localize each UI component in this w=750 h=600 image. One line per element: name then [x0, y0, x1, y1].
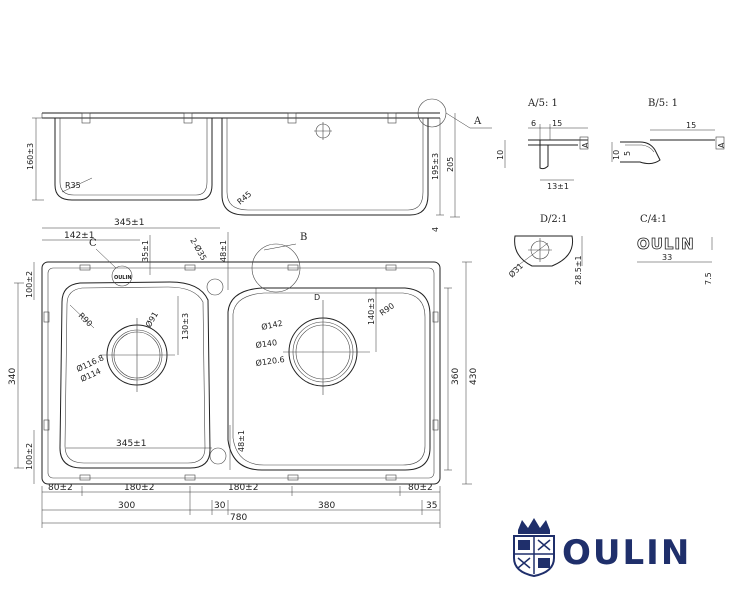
- callout-a-label: A: [473, 116, 482, 127]
- right-bowl-48-bottom: 48±1: [237, 430, 246, 452]
- svg-text:OULIN: OULIN: [114, 275, 132, 281]
- plan-dim-430: 430: [469, 368, 479, 385]
- plan-dim-100-top: 100±2: [25, 271, 34, 298]
- side-section-view: A 160±3 R35 R45 195±3 205 4: [26, 98, 492, 232]
- callout-b-label: B: [300, 232, 307, 243]
- bottom-dim-780: 780: [230, 513, 247, 523]
- detail-d: D/2:1 Ø31 28.5±1: [506, 214, 583, 285]
- plan-dim-340: 340: [8, 368, 18, 385]
- right-bowl-d120: Ø120.6: [255, 354, 285, 368]
- detail-a-title: A/5: 1: [527, 98, 558, 109]
- side-dim-4: 4: [431, 227, 440, 232]
- left-bowl-d91: Ø91: [143, 310, 160, 329]
- detail-a-dim-15: 15: [552, 119, 562, 128]
- bottom-dim-180-left: 180±2: [124, 483, 154, 493]
- bottom-dim-380: 380: [318, 501, 335, 511]
- right-bowl-r90: R90: [378, 301, 396, 317]
- bottom-dim-35: 35: [426, 501, 437, 511]
- detail-c-logo-outline: OULIN: [637, 235, 695, 253]
- detail-b-ref: A: [717, 142, 726, 148]
- side-dim-r35: R35: [65, 181, 81, 190]
- detail-b: B/5: 1 15 10 5 A: [611, 98, 726, 165]
- bottom-dim-180-right: 180±2: [228, 483, 258, 493]
- bottom-dim-300: 300: [118, 501, 135, 511]
- detail-c-title: C/4:1: [640, 214, 667, 225]
- detail-a-dim-13: 13±1: [547, 182, 569, 191]
- right-bowl-d142: Ø142: [260, 318, 283, 332]
- crest-icon: [513, 518, 555, 578]
- side-dim-195: 195±3: [431, 153, 440, 180]
- plan-dim-35: 35±1: [141, 240, 150, 262]
- left-bowl-130: 130±3: [181, 313, 190, 340]
- callout-d-label: D: [314, 293, 320, 302]
- detail-a-dim-6: 6: [531, 119, 536, 128]
- callout-c-label: C: [89, 238, 97, 249]
- detail-c-dim-75: 7.5: [704, 272, 713, 285]
- detail-a: A/5: 1 6 15 10 13±1 A: [496, 98, 590, 191]
- plan-view: OULIN C B D 345±1 142±1 35±1 2-Ø35 48±1 …: [8, 218, 479, 528]
- bottom-dim-80-left: 80±2: [48, 483, 73, 493]
- bottom-dim-30: 30: [214, 501, 226, 511]
- brand-logo: OULIN: [513, 518, 691, 578]
- plan-dim-2-35: 2-Ø35: [188, 236, 209, 262]
- detail-d-dim-285: 28.5±1: [574, 255, 583, 285]
- detail-c-dim-33: 33: [662, 253, 672, 262]
- plan-dim-360: 360: [451, 368, 461, 385]
- right-bowl-140: 140±3: [367, 298, 376, 325]
- side-dim-r45: R45: [236, 190, 254, 207]
- right-bowl-d140: Ø140: [255, 337, 278, 350]
- plan-dim-345-top: 345±1: [114, 218, 144, 228]
- detail-d-dim-31: Ø31: [506, 261, 525, 280]
- detail-b-dim-15: 15: [686, 121, 696, 130]
- plan-dim-142: 142±1: [64, 231, 94, 241]
- bottom-dim-80-right: 80±2: [408, 483, 433, 493]
- detail-d-title: D/2:1: [540, 214, 567, 225]
- detail-a-ref: A: [581, 142, 590, 148]
- detail-a-dim-10: 10: [496, 150, 505, 160]
- side-dim-160: 160±3: [26, 143, 35, 170]
- left-bowl-345-bottom: 345±1: [116, 439, 146, 449]
- detail-b-dim-10: 10: [612, 150, 621, 160]
- detail-c: C/4:1 OULIN 33 7.5: [637, 214, 713, 285]
- detail-b-dim-5: 5: [623, 151, 632, 156]
- plan-dim-100-bottom: 100±2: [25, 443, 34, 470]
- plan-dim-48-top: 48±1: [219, 240, 228, 262]
- brand-name: OULIN: [562, 533, 691, 573]
- side-dim-205: 205: [446, 157, 455, 172]
- detail-b-title: B/5: 1: [648, 98, 678, 109]
